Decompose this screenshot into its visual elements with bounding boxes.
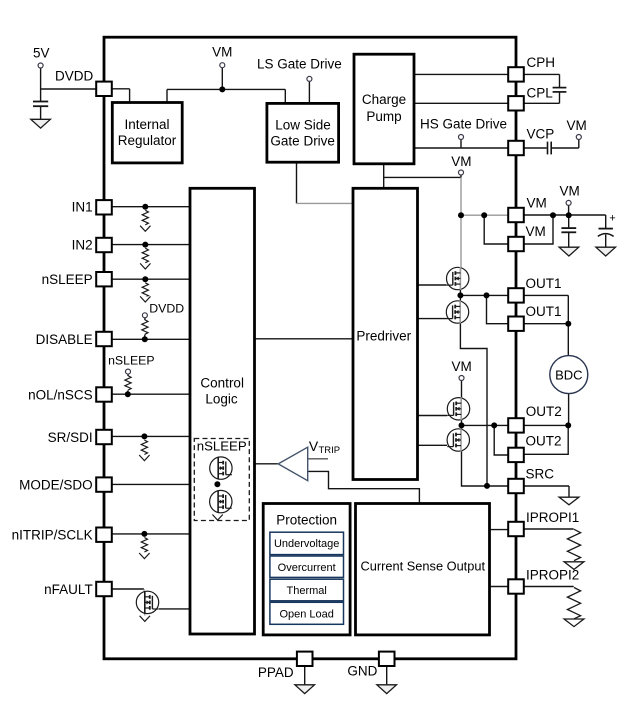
svg-text:Low Side: Low Side xyxy=(275,117,331,132)
svg-text:Current Sense Output: Current Sense Output xyxy=(361,559,486,574)
svg-text:VM: VM xyxy=(526,224,546,239)
svg-text:Undervoltage: Undervoltage xyxy=(274,538,339,550)
svg-text:5V: 5V xyxy=(33,46,50,61)
svg-text:DVDD: DVDD xyxy=(55,69,94,84)
svg-text:IN1: IN1 xyxy=(72,200,93,215)
svg-text:Control: Control xyxy=(200,376,244,391)
svg-text:SR/SDI: SR/SDI xyxy=(48,430,93,445)
svg-text:DISABLE: DISABLE xyxy=(36,332,93,347)
svg-text:Pump: Pump xyxy=(366,109,401,124)
svg-text:nSLEEP: nSLEEP xyxy=(197,438,247,453)
svg-text:nOL/nSCS: nOL/nSCS xyxy=(28,388,93,403)
svg-text:MODE/SDO: MODE/SDO xyxy=(19,478,93,493)
svg-text:VM: VM xyxy=(451,154,471,169)
svg-text:nFAULT: nFAULT xyxy=(44,582,93,597)
svg-text:V: V xyxy=(309,438,319,454)
svg-text:SRC: SRC xyxy=(526,466,555,481)
svg-text:Logic: Logic xyxy=(205,392,238,407)
svg-text:OUT1: OUT1 xyxy=(526,276,562,291)
svg-text:CPH: CPH xyxy=(527,55,556,70)
svg-text:+: + xyxy=(609,213,615,225)
svg-text:CPL: CPL xyxy=(527,86,554,101)
svg-text:nITRIP/SCLK: nITRIP/SCLK xyxy=(12,528,93,543)
svg-text:Predriver: Predriver xyxy=(356,329,411,344)
svg-text:OUT2: OUT2 xyxy=(526,404,562,419)
svg-text:DVDD: DVDD xyxy=(149,302,184,316)
svg-text:Overcurrent: Overcurrent xyxy=(278,562,336,574)
svg-text:BDC: BDC xyxy=(555,368,582,383)
svg-text:IPROPI1: IPROPI1 xyxy=(526,510,579,525)
svg-text:VM: VM xyxy=(567,118,587,133)
svg-text:PPAD: PPAD xyxy=(258,665,294,680)
svg-text:nSLEEP: nSLEEP xyxy=(42,272,93,287)
svg-text:Internal: Internal xyxy=(124,117,169,132)
svg-text:VM: VM xyxy=(212,44,232,59)
svg-text:TRIP: TRIP xyxy=(319,445,341,456)
svg-text:OUT1: OUT1 xyxy=(526,304,562,319)
svg-text:GND: GND xyxy=(347,663,377,678)
svg-text:LS Gate Drive: LS Gate Drive xyxy=(257,57,342,72)
svg-text:Charge: Charge xyxy=(362,92,406,107)
svg-text:HS Gate Drive: HS Gate Drive xyxy=(420,117,507,132)
svg-text:Protection: Protection xyxy=(276,513,337,528)
svg-text:OUT2: OUT2 xyxy=(526,434,562,449)
svg-text:IN2: IN2 xyxy=(72,238,93,253)
svg-text:Gate Drive: Gate Drive xyxy=(270,133,335,148)
svg-text:VM: VM xyxy=(452,359,472,374)
svg-text:nSLEEP: nSLEEP xyxy=(108,353,155,367)
svg-text:VCP: VCP xyxy=(527,127,555,142)
svg-text:VM: VM xyxy=(527,196,547,211)
svg-text:VM: VM xyxy=(560,184,580,199)
svg-text:Open Load: Open Load xyxy=(279,608,333,620)
svg-text:Regulator: Regulator xyxy=(118,133,177,148)
svg-text:IPROPI2: IPROPI2 xyxy=(526,568,579,583)
svg-text:Thermal: Thermal xyxy=(287,585,327,597)
